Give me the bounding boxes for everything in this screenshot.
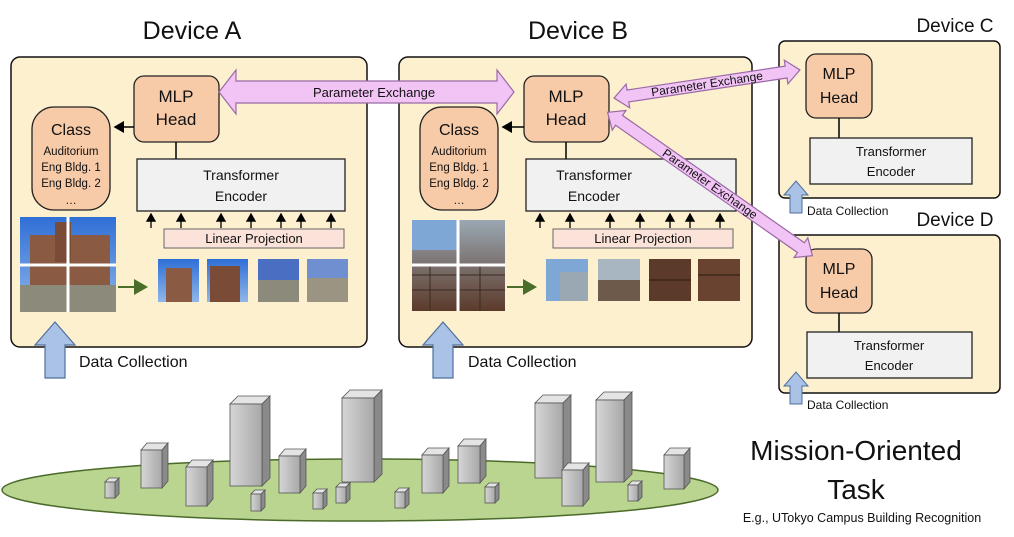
- device-b-class-item: Eng Bldg. 1: [429, 162, 488, 174]
- device-d-encoder-label-1: Transformer: [854, 338, 925, 353]
- device-b-encoder-label-1: Transformer: [556, 167, 632, 183]
- device-a-head-label-2: Head: [156, 110, 197, 129]
- device-a-image-patches: [158, 259, 348, 302]
- building: [312, 488, 328, 510]
- device-a-transformer-encoder: [136, 158, 346, 212]
- device-a-class-box: [31, 106, 111, 211]
- device-b-head-label-2: Head: [546, 110, 587, 129]
- device-d-title: Device D: [916, 210, 993, 231]
- device-b-class-box: [419, 106, 499, 211]
- building: [534, 394, 572, 479]
- device-d-data-collection-label: Data Collection: [807, 398, 888, 412]
- building: [140, 441, 169, 490]
- device-d-mlp-head: [805, 248, 873, 314]
- building: [341, 389, 383, 483]
- device-b-head-label-1: MLP: [549, 87, 584, 106]
- device-d-encoder-label-2: Encoder: [865, 358, 914, 373]
- device-a-class-item: Eng Bldg. 1: [41, 162, 100, 174]
- parameter-exchange-a-b: Parameter Exchange: [218, 68, 515, 116]
- device-a-encoder-label-1: Transformer: [203, 167, 279, 183]
- device-a-mlp-head: [133, 75, 220, 143]
- device-d-transformer-encoder: [806, 331, 973, 379]
- building: [229, 395, 271, 487]
- device-c-head-label-2: Head: [820, 90, 858, 107]
- device-c-head-label-1: MLP: [823, 66, 856, 83]
- building: [185, 458, 214, 508]
- campus-buildings: [104, 389, 691, 512]
- building: [627, 480, 643, 502]
- device-b-data-collection-arrow: [421, 321, 465, 379]
- device-b-class-item: Auditorium: [432, 146, 487, 158]
- device-b-encoder-label-2: Encoder: [568, 188, 620, 204]
- device-a-data-collection-label: Data Collection: [79, 354, 188, 371]
- device-b-input-image: [412, 220, 505, 311]
- device-d-data-collection-arrow: [782, 371, 810, 405]
- device-d-head-label-1: MLP: [823, 261, 856, 278]
- device-b-linear-projection: [552, 228, 734, 249]
- device-c-data-collection-label: Data Collection: [807, 204, 888, 218]
- building: [595, 391, 633, 483]
- device-d-head-label-2: Head: [820, 285, 858, 302]
- device-a-projection-label: Linear Projection: [205, 231, 303, 246]
- device-c-transformer-encoder: [809, 137, 973, 185]
- device-a-title: Device A: [143, 17, 242, 45]
- building: [104, 477, 120, 499]
- device-b-image-patches: [546, 259, 740, 301]
- device-a-encoder-label-2: Encoder: [215, 188, 267, 204]
- building: [484, 482, 500, 504]
- device-b-token-arrows: [534, 212, 726, 228]
- device-a-class-item: Eng Bldg. 2: [41, 178, 100, 190]
- device-b-title: Device B: [528, 17, 628, 45]
- device-b-data-collection-label: Data Collection: [468, 354, 577, 371]
- device-c-data-collection-arrow: [782, 180, 810, 214]
- device-a-input-image: [20, 217, 116, 312]
- device-c-mlp-head: [805, 53, 873, 119]
- device-a-class-item: …: [65, 195, 77, 207]
- building: [663, 446, 691, 491]
- device-b-mlp-head: [523, 75, 610, 143]
- device-a-class-title: Class: [51, 122, 91, 139]
- device-a-token-arrows: [145, 212, 337, 228]
- building: [335, 482, 351, 504]
- device-b-class-item: …: [453, 195, 465, 207]
- building: [561, 461, 590, 508]
- building: [250, 489, 266, 512]
- task-example: E.g., UTokyo Campus Building Recognition: [743, 511, 981, 525]
- device-a-linear-projection: [163, 228, 345, 249]
- task-title-line-1: Mission-Oriented: [750, 435, 962, 466]
- device-c-encoder-label-1: Transformer: [856, 144, 927, 159]
- device-a-data-collection-arrow: [33, 321, 77, 379]
- building: [278, 447, 307, 495]
- device-a-head-label-1: MLP: [159, 87, 194, 106]
- device-a-class-item: Auditorium: [44, 146, 99, 158]
- device-b-projection-label: Linear Projection: [594, 231, 692, 246]
- device-b-class-title: Class: [439, 122, 479, 139]
- parameter-exchange-label: Parameter Exchange: [313, 85, 435, 100]
- building: [457, 437, 487, 485]
- device-b-class-item: Eng Bldg. 2: [429, 178, 488, 190]
- device-c-encoder-label-2: Encoder: [867, 164, 916, 179]
- building: [421, 446, 450, 495]
- building: [394, 487, 410, 509]
- device-c-title: Device C: [916, 16, 993, 37]
- task-title-line-2: Task: [827, 474, 886, 505]
